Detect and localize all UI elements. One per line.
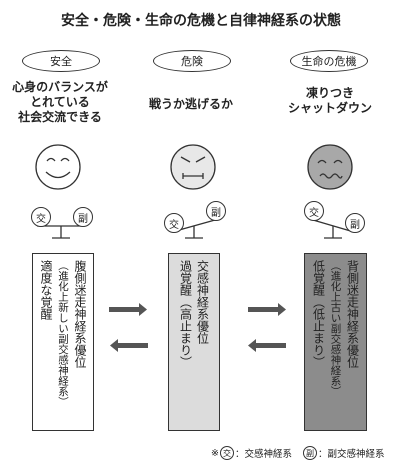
box-safe-line-1: 腹側迷走神経系優位: [73, 260, 87, 368]
arrow-left-icon: [110, 339, 148, 352]
parasympathetic-circle-safe: 副: [73, 207, 93, 227]
footnote-parasympathetic-text: ：副交感神経系: [317, 449, 385, 460]
state-box-crisis: 背側迷走神経系優位 （進化上古い副交感神経系） 低覚醒（低止まり）: [304, 253, 367, 431]
balance-scale-safe: [37, 225, 85, 239]
sympathetic-circle-crisis: 交: [304, 201, 324, 221]
headline-safe-line-1: 心身のバランスが: [12, 80, 108, 94]
state-label-crisis: 生命の危機: [290, 50, 368, 72]
arrow-left-icon: [248, 339, 286, 352]
box-safe-line-2: （進化上新しい副交感神経系）: [57, 260, 69, 407]
state-label-danger: 危険: [153, 50, 231, 72]
arrow-right-icon: [248, 303, 286, 316]
box-danger-line-1: 交感神経系優位: [195, 260, 210, 344]
sympathetic-circle-safe: 交: [31, 207, 51, 227]
arrows: [109, 303, 286, 352]
footnote-prefix: ※: [211, 447, 219, 459]
footnote: ※ 交 ：交感神経系 副 ：副交感神経系: [211, 446, 385, 460]
tense-face-icon: [170, 144, 216, 190]
box-safe-line-3: 適度な覚醒: [39, 260, 53, 320]
smiling-face-icon: [35, 144, 81, 190]
headline-crisis-line-2: シャットダウン: [287, 101, 372, 115]
headline-crisis-line-1: 凍りつき: [305, 86, 355, 100]
parasympathetic-circle-crisis: 副: [345, 213, 365, 233]
headline-safe-line-2: とれている: [30, 95, 90, 109]
frozen-face-icon: [307, 144, 353, 190]
footnote-parasympathetic-circle: 副: [302, 446, 317, 460]
box-danger-line-2: 過覚醒（高止まり）: [178, 260, 193, 368]
box-crisis-line-2: （進化上古い副交感神経系）: [329, 260, 342, 397]
footnote-sympathetic-text: ：交感神経系: [234, 449, 292, 460]
sympathetic-circle-danger: 交: [164, 213, 184, 233]
state-box-danger: 交感神経系優位 過覚醒（高止まり）: [168, 253, 220, 431]
box-crisis-line-3: 低覚醒（低止まり）: [311, 260, 326, 368]
parasympathetic-circle-danger: 副: [206, 201, 226, 221]
diagram-title: 安全・危険・生命の危機と自律神経系の状態: [61, 13, 341, 29]
headline-safe: 心身のバランスが とれている 社会交流できる: [0, 80, 120, 125]
headline-safe-line-3: 社会交流できる: [18, 110, 102, 124]
arrow-right-icon: [109, 303, 147, 316]
state-box-safe: 腹側迷走神経系優位 （進化上新しい副交感神経系） 適度な覚醒: [32, 253, 94, 431]
headline-crisis: 凍りつき シャットダウン: [268, 86, 392, 116]
headline-danger-line-1: 戦うか逃げるか: [148, 97, 233, 111]
footnote-sympathetic-circle: 交: [219, 446, 234, 460]
state-label-safe: 安全: [22, 50, 100, 72]
headline-danger: 戦うか逃げるか: [130, 97, 252, 112]
box-crisis-line-1: 背側迷走神経系優位: [345, 260, 360, 368]
